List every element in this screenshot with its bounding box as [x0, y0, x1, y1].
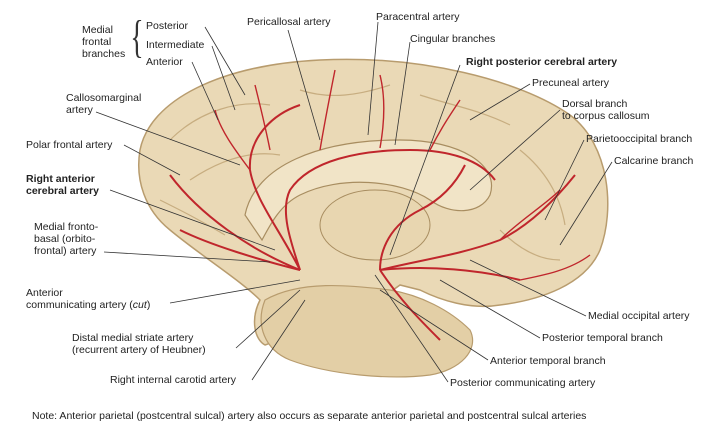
gyri [159, 84, 566, 261]
label-posterior: Posterior [146, 20, 189, 32]
brace: { [130, 11, 144, 62]
label-anterior-temporal: Anterior temporal branch [490, 355, 606, 367]
temporal-lobe [260, 284, 474, 378]
label-calcarine: Calcarine branch [614, 155, 694, 167]
leader-lines [95, 21, 613, 383]
label-callosomarginal: Callosomarginal artery [66, 92, 142, 116]
arteries [169, 69, 591, 341]
label-polar-frontal: Polar frontal artery [26, 139, 113, 151]
label-right-posterior-cerebral: Right posterior cerebral artery [466, 56, 618, 68]
label-anterior: Anterior [146, 56, 183, 68]
label-pericallosal: Pericallosal artery [247, 16, 331, 28]
footnote: Note: Anterior parietal (postcentral sul… [32, 410, 587, 422]
label-distal-medial-striate: Distal medial striate artery (recurrent … [72, 332, 206, 356]
cut-note: cut [132, 299, 147, 311]
thalamus [319, 189, 431, 261]
label-medial-frontal: Medial frontal branches [82, 24, 126, 60]
label-parietooccipital: Parietooccipital branch [586, 133, 693, 145]
label-dorsal-branch: Dorsal branch to corpus callosum [562, 98, 650, 122]
label-intermediate: Intermediate [146, 39, 205, 51]
corpus-callosum [244, 139, 493, 242]
label-posterior-communicating: Posterior communicating artery [450, 377, 596, 389]
label-paracentral: Paracentral artery [376, 11, 460, 23]
label-precuneal: Precuneal artery [532, 77, 610, 89]
label-medial-occipital: Medial occipital artery [588, 310, 690, 322]
label-anterior-communicating: Anterior communicating artery (cut) [26, 287, 151, 311]
label-right-anterior-cerebral: Right anterior cerebral artery [26, 173, 99, 197]
label-right-internal-carotid: Right internal carotid artery [110, 374, 237, 386]
label-posterior-temporal: Posterior temporal branch [542, 332, 663, 344]
label-medial-frontobasal: Medial fronto- basal (orbito- frontal) a… [34, 221, 99, 257]
label-cingular: Cingular branches [410, 33, 496, 45]
